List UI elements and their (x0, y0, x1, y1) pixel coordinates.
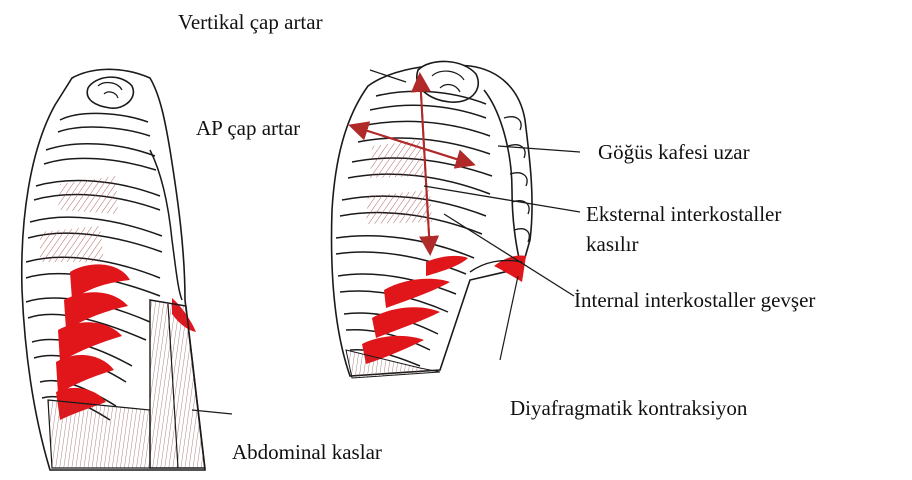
label-ap-diameter: AP çap artar (196, 116, 300, 140)
label-diaphragm: Diyafragmatik kontraksiyon (510, 396, 747, 420)
label-external-contract: kasılır (586, 232, 639, 256)
label-internal-intercostals: İnternal interkostaller gevşer (574, 288, 815, 312)
left-abdominal-muscle (150, 300, 205, 468)
left-intercostal-hatch-2 (40, 226, 104, 262)
label-vertical-diameter: Vertikal çap artar (178, 10, 323, 34)
label-external-intercostals: Eksternal interkostaller (586, 202, 781, 226)
right-thorax (332, 61, 533, 378)
label-abdominal: Abdominal kaslar (232, 440, 382, 464)
left-lower-muscle (48, 400, 150, 468)
left-vertebra-top (87, 77, 133, 108)
label-ribcage-elongates: Göğüs kafesi uzar (598, 140, 750, 164)
